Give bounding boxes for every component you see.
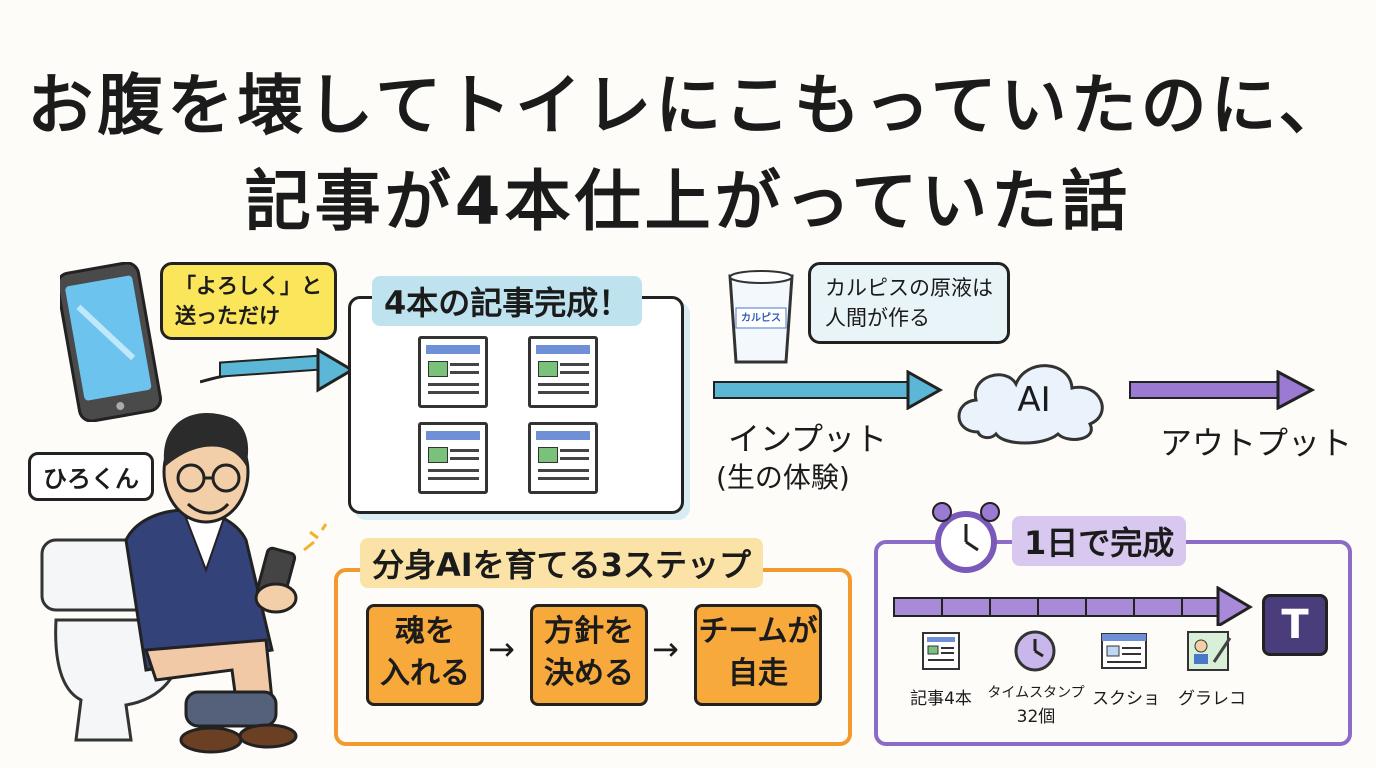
article-icon [528,422,598,494]
output-item-2-line-2: 32個 [1016,707,1056,727]
user-speech-bubble: 「よろしく」と 送っただけ [160,262,337,340]
step-2-line-1: 方針を [544,614,634,649]
step-3-line-2: 自走 [728,656,788,691]
title-line-1: お腹を壊してトイレにこもっていたのに、 [27,67,1349,144]
calpis-line-2: 人間が作る [825,306,930,330]
input-label: インプット [728,420,888,458]
screenshot-icon [1101,633,1147,669]
output-item-1-line-1: 記事4本 [910,689,972,709]
step-2-line-2: 決める [544,656,634,691]
step-arrow: → [488,630,515,668]
step-3-card: チームが 自走 [694,604,822,706]
day-heading: 1日で完成 [1012,516,1187,566]
character-illustration [40,413,298,754]
output-item-label: グラレコ [1172,684,1252,709]
input-sub-label: (生の体験) [716,461,850,494]
step-1-line-1: 魂を [395,614,455,649]
calpis-speech-bubble: カルピスの原液は 人間が作る [808,262,1010,344]
article-icon [528,336,598,408]
article-icon [418,336,488,408]
output-item-label: タイムスタンプ 32個 [984,682,1088,727]
ai-label: AI [1017,380,1051,420]
output-arrow-icon [1129,370,1316,410]
articles-panel [348,296,684,514]
step-1-line-2: 入れる [380,656,470,691]
output-label: アウトプット [1160,424,1353,462]
app-logo: T [1262,594,1328,656]
step-arrow: → [652,630,679,668]
output-item-2-line-1: タイムスタンプ [987,685,1085,701]
article-icon [922,632,960,670]
steps-heading: 分身AIを育てる3ステップ [360,538,763,588]
name-tag: ひろくん [28,452,154,501]
output-item-4-line-1: グラレコ [1178,689,1246,709]
step-1-card: 魂を 入れる [366,604,484,706]
articles-heading: 4本の記事完成！ [372,276,643,326]
output-item-label: スクショ [1086,684,1166,709]
title-line-2: 記事が4本仕上がっていた話 [244,163,1132,240]
clock-icon [1014,630,1056,672]
graphic-record-icon [1187,631,1232,671]
output-item-3-line-1: スクショ [1092,689,1160,709]
step-2-card: 方針を 決める [530,604,648,706]
timeline-arrow-icon [893,586,1253,626]
cloud-icon [957,364,1104,445]
sparkle-icon [303,523,328,552]
bubble-line-2: 送っただけ [175,304,280,328]
smartphone-icon [60,262,162,422]
input-arrow-icon [713,370,944,410]
step-3-line-1: チームが [698,614,818,649]
bubble-line-1: 「よろしく」と [175,274,322,298]
teal-arrow-icon [200,348,355,393]
calpis-glass-label: カルピス [741,313,781,324]
calpis-line-1: カルピスの原液は [825,276,993,300]
alarm-clock-icon [932,502,1000,573]
calpis-glass-icon [728,270,794,364]
output-item-label: 記事4本 [898,684,984,709]
article-icon [418,422,488,494]
